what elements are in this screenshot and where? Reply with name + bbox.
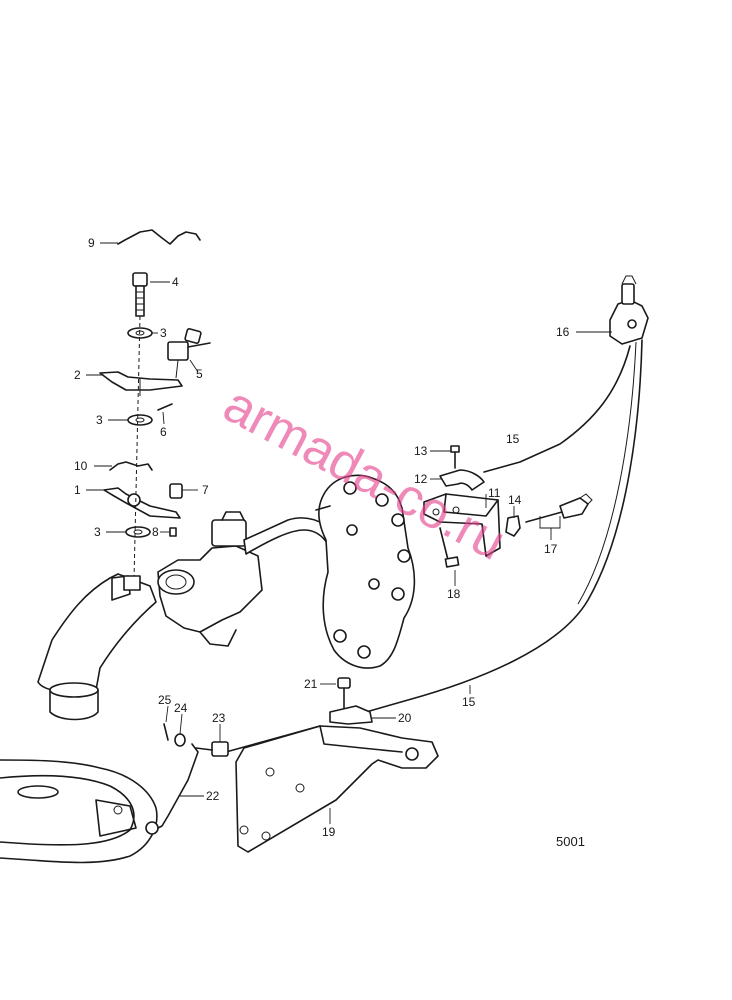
- callout-18: 18: [447, 587, 461, 601]
- part-8-screw: [169, 527, 177, 537]
- part-17-cable-end: [525, 493, 593, 523]
- callout-13: 13: [414, 444, 428, 458]
- part-15-cable-upper: [483, 345, 631, 473]
- part-20-clamp: [329, 705, 373, 725]
- callout-20: 20: [398, 711, 412, 725]
- callout-8: 8: [152, 525, 159, 539]
- part-14-clip: [505, 515, 521, 537]
- callout-5: 5: [196, 367, 203, 381]
- callout-1: 1: [74, 483, 81, 497]
- callout-15-lower: 15: [462, 695, 476, 709]
- part-19-mounting-bracket: [235, 725, 439, 853]
- callout-4: 4: [172, 275, 179, 289]
- callout-3-lower: 3: [94, 525, 101, 539]
- part-7-stud: [169, 483, 183, 499]
- part-6-split-pin: [157, 403, 173, 411]
- callout-10: 10: [74, 459, 88, 473]
- callout-3-top: 3: [160, 326, 167, 340]
- part-22-link-rod: [149, 743, 199, 833]
- figure-number: 5001: [556, 834, 585, 849]
- callout-6: 6: [160, 425, 167, 439]
- carburettor-body: [157, 545, 263, 633]
- throttle-linkage-stack: [99, 229, 211, 581]
- part-13-screw: [450, 445, 460, 469]
- part-5-swivel-clamp: [167, 328, 211, 379]
- intake-elbow: [37, 573, 157, 693]
- flywheel-housing: [0, 759, 158, 864]
- callout-21: 21: [304, 677, 318, 691]
- part-25-pin: [163, 723, 169, 741]
- callout-14: 14: [508, 493, 522, 507]
- callout-23: 23: [212, 711, 226, 725]
- part-4-bolt: [132, 272, 148, 317]
- part-1-lower-lever: [103, 487, 181, 519]
- callout-3-middle: 3: [96, 413, 103, 427]
- part-10-return-spring: [109, 461, 153, 471]
- callout-labels: 9 4 3 5 2 6 3 10 1 7 8 3 13 15 12 11 14 …: [74, 236, 570, 839]
- callout-9: 9: [88, 236, 95, 250]
- lower-bracket-assembly: [0, 677, 439, 864]
- part-2-upper-lever: [99, 371, 183, 391]
- part-18-screw: [439, 527, 460, 568]
- part-11-bracket: [423, 493, 501, 557]
- callout-15-upper: 15: [506, 432, 520, 446]
- part-9-wire-spring: [117, 229, 201, 245]
- part-15-cable-long: [365, 339, 643, 713]
- manifold-flange: [318, 474, 416, 669]
- callout-7: 7: [202, 483, 209, 497]
- callout-12: 12: [414, 472, 428, 486]
- part-3-washer-lower: [125, 526, 151, 538]
- intake-manifold-assembly: [37, 474, 416, 721]
- callout-11: 11: [488, 486, 501, 500]
- callout-22: 22: [206, 789, 220, 803]
- callout-17: 17: [544, 542, 558, 556]
- part-24-washer: [174, 733, 186, 747]
- leader-lines: [86, 242, 612, 824]
- part-3-washer-middle: [127, 414, 153, 426]
- part-23-swivel: [211, 741, 229, 757]
- part-16-control-knob: [609, 275, 649, 345]
- callout-25: 25: [158, 693, 172, 707]
- callout-24: 24: [174, 701, 188, 715]
- cable-bracket-assembly: [365, 275, 649, 713]
- part-12-cable-clamp: [439, 469, 485, 491]
- callout-19: 19: [322, 825, 336, 839]
- callout-2: 2: [74, 368, 81, 382]
- part-21-bolt: [337, 677, 351, 709]
- callout-16: 16: [556, 325, 570, 339]
